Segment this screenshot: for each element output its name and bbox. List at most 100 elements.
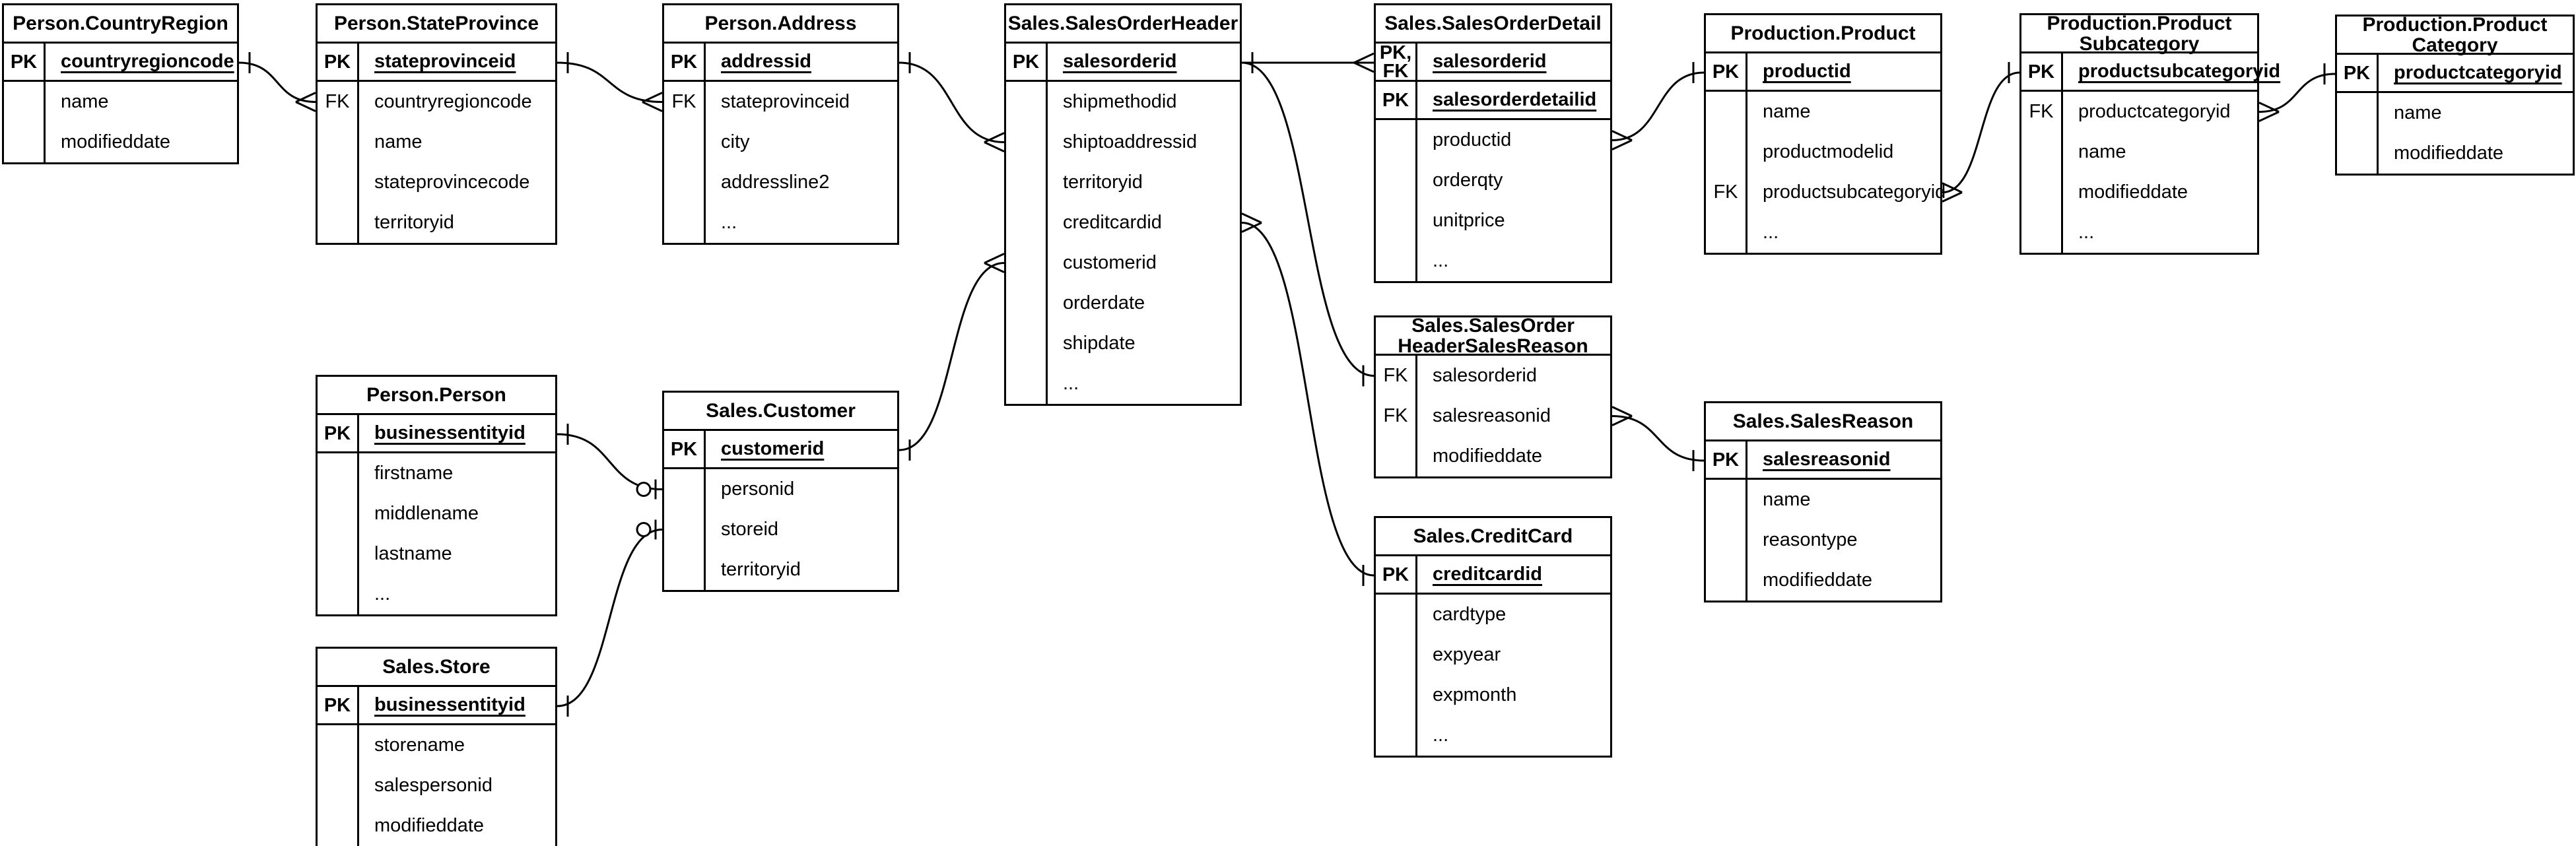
entity-body: name modifieddate	[2337, 93, 2573, 174]
relationship-line	[557, 61, 663, 103]
cardinality-zero-circle	[636, 482, 652, 497]
field-name: ...	[1433, 250, 1449, 271]
key-column-divider	[1046, 44, 1048, 404]
field-key-badge	[1706, 132, 1746, 172]
entity-title-line: Sales.SalesOrderDetail	[1384, 13, 1602, 34]
key-column	[1376, 120, 1415, 281]
field-name: territoryid	[374, 212, 454, 233]
text-line: PK	[670, 438, 698, 460]
field-name: name	[2394, 102, 2442, 123]
field-name: modifieddate	[61, 131, 171, 152]
cardinality-zero-circle	[636, 522, 652, 537]
key-badge: PK	[664, 431, 704, 467]
field-key-badge	[1376, 675, 1415, 715]
field-key-badge	[664, 162, 704, 203]
field-key-badge	[318, 162, 357, 203]
cardinality-many-crowfoot	[984, 132, 1005, 152]
text-line: PK	[323, 694, 351, 716]
key-column: FK	[664, 82, 704, 243]
field-key-badge	[1706, 212, 1746, 253]
key-badge: PK	[1006, 44, 1046, 80]
field-name: name	[2078, 141, 2126, 162]
field-key-badge	[664, 550, 704, 590]
key-column	[1706, 480, 1746, 601]
cardinality-many-crowfoot	[1611, 130, 1633, 150]
field-name: addressline2	[721, 172, 830, 193]
entity-title-line: Sales.SalesOrderHeader	[1007, 13, 1238, 34]
relationship-line	[1241, 222, 1374, 577]
field-key-badge	[1006, 283, 1046, 323]
key-field-name: creditcardid	[1433, 564, 1542, 585]
field-key-badge	[664, 469, 704, 509]
entity-title-line: Person.StateProvince	[333, 13, 539, 34]
key-badge: PK	[1706, 441, 1746, 478]
key-column	[1376, 595, 1415, 756]
field-name: modifieddate	[2078, 181, 2188, 203]
relationship-line	[1611, 415, 1705, 462]
field-name: stateprovinceid	[721, 91, 850, 112]
entity-title-line: Production.Product	[1730, 22, 1916, 44]
field-name: stateprovincecode	[374, 172, 530, 193]
entity-title-line: Sales.CreditCard	[1413, 525, 1573, 547]
field-name: modifieddate	[1433, 445, 1543, 467]
key-column-divider	[1746, 53, 1747, 253]
field-key-badge	[1376, 120, 1415, 160]
text-line: PK	[10, 51, 38, 73]
key-column-divider	[357, 687, 359, 846]
text-line: PK,	[1379, 42, 1412, 63]
key-column	[664, 469, 704, 590]
field-name: modifieddate	[1763, 569, 1873, 591]
relationship-line	[898, 61, 1005, 143]
field-key-badge	[318, 203, 357, 243]
key-field-name: businessentityid	[374, 422, 525, 443]
field-name: creditcardid	[1063, 212, 1162, 233]
field-name: ...	[721, 212, 737, 233]
field-name: modifieddate	[2394, 143, 2504, 164]
field-name: productid	[1433, 129, 1512, 150]
field-key-badge: FK	[671, 91, 696, 112]
field-name: modifieddate	[374, 815, 485, 836]
field-name: shipmethodid	[1063, 91, 1177, 112]
field-key-badge	[318, 725, 357, 765]
field-name: firstname	[374, 463, 454, 484]
key-column-divider	[1746, 441, 1747, 601]
key-column-divider	[704, 44, 706, 243]
text-line: PK	[2343, 62, 2371, 84]
field-name: name	[1763, 101, 1811, 122]
field-key-badge	[1006, 364, 1046, 404]
entity-title: Person.StateProvince	[318, 5, 555, 44]
key-field-name: salesorderdetailid	[1433, 89, 1597, 110]
key-badge: PK	[664, 44, 704, 80]
